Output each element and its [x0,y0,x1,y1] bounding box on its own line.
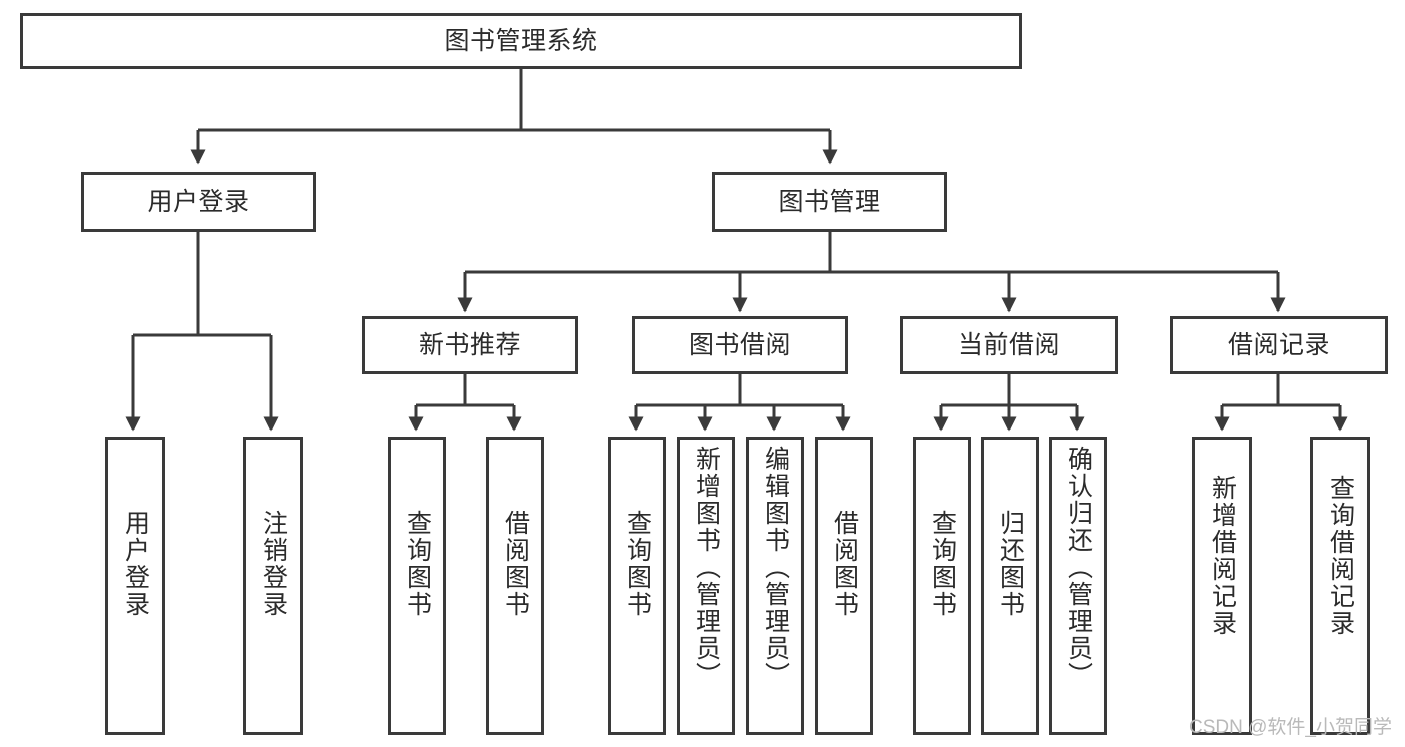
node-leaf-add-record-label: 新增借阅记录 [1208,475,1237,637]
node-leaf-logout-label: 注销登录 [259,510,288,618]
node-leaf-query-book-1-label: 查询图书 [403,510,432,618]
node-leaf-return-book-label: 归还图书 [996,510,1025,618]
node-leaf-borrow-book-2[interactable]: 借阅图书 [815,437,873,735]
node-leaf-user-login[interactable]: 用户登录 [105,437,165,735]
node-book-borrow-label: 图书借阅 [688,330,791,359]
node-book-borrow[interactable]: 图书借阅 [632,316,848,374]
node-leaf-return-book[interactable]: 归还图书 [981,437,1039,735]
node-leaf-query-book-3-label: 查询图书 [928,510,957,618]
node-borrow-record-label: 借阅记录 [1227,330,1330,359]
node-leaf-borrow-book-1-label: 借阅图书 [501,510,530,618]
node-leaf-edit-book-label: 编辑图书（管理员） [761,446,790,689]
node-user-login-label: 用户登录 [147,187,250,216]
node-leaf-borrow-book-1[interactable]: 借阅图书 [486,437,544,735]
node-leaf-logout[interactable]: 注销登录 [243,437,303,735]
node-leaf-borrow-book-2-label: 借阅图书 [830,510,859,618]
node-leaf-confirm-return[interactable]: 确认归还（管理员） [1049,437,1107,735]
node-current-borrow-label: 当前借阅 [957,330,1060,359]
node-leaf-query-book-2-label: 查询图书 [623,510,652,618]
node-new-book-recommend-label: 新书推荐 [418,330,521,359]
node-borrow-record[interactable]: 借阅记录 [1170,316,1388,374]
node-leaf-add-book[interactable]: 新增图书（管理员） [677,437,735,735]
node-leaf-query-record[interactable]: 查询借阅记录 [1310,437,1370,735]
node-leaf-add-book-label: 新增图书（管理员） [692,446,721,689]
node-user-login[interactable]: 用户登录 [81,172,316,232]
node-root-label: 图书管理系统 [444,26,598,55]
node-leaf-query-book-2[interactable]: 查询图书 [608,437,666,735]
node-leaf-query-book-1[interactable]: 查询图书 [388,437,446,735]
node-leaf-edit-book[interactable]: 编辑图书（管理员） [746,437,804,735]
node-leaf-query-book-3[interactable]: 查询图书 [913,437,971,735]
node-book-management[interactable]: 图书管理 [712,172,947,232]
node-current-borrow[interactable]: 当前借阅 [900,316,1118,374]
node-new-book-recommend[interactable]: 新书推荐 [362,316,578,374]
node-root[interactable]: 图书管理系统 [20,13,1022,69]
node-leaf-confirm-return-label: 确认归还（管理员） [1064,446,1093,689]
node-book-management-label: 图书管理 [778,187,881,216]
node-leaf-user-login-label: 用户登录 [121,510,150,618]
node-leaf-query-record-label: 查询借阅记录 [1326,475,1355,637]
watermark: CSDN @软件_小贺同学 [1189,717,1392,738]
node-leaf-add-record[interactable]: 新增借阅记录 [1192,437,1252,735]
